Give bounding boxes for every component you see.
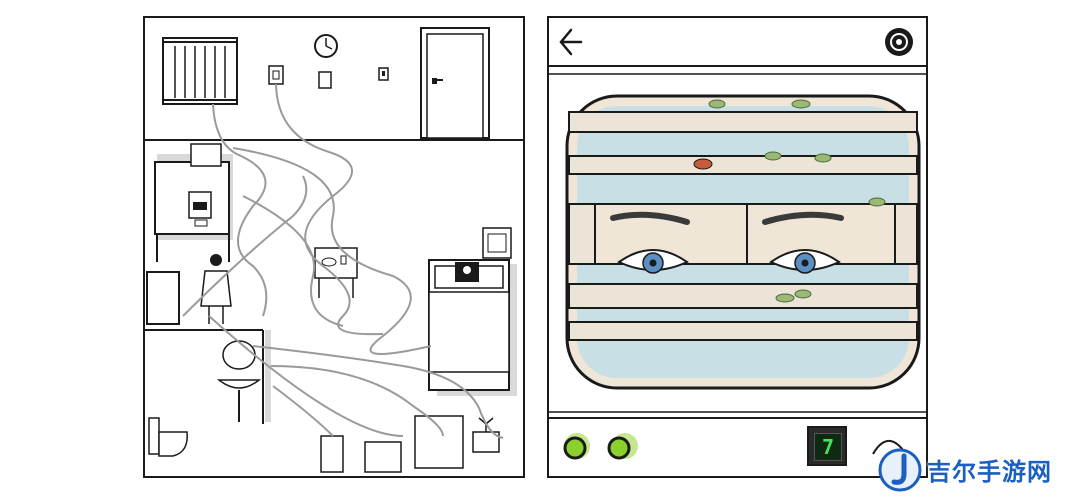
- wires: [182, 83, 504, 439]
- patient-figure-icon[interactable]: [200, 254, 232, 324]
- table-icon[interactable]: [314, 247, 358, 298]
- toilet-icon[interactable]: [148, 417, 188, 457]
- sink-icon[interactable]: [216, 340, 262, 422]
- stove-icon[interactable]: [154, 143, 233, 262]
- phone-camera-panel: [547, 16, 928, 478]
- plant-icon[interactable]: [472, 417, 500, 453]
- counter-digit: 7: [814, 433, 842, 461]
- dial-icon[interactable]: [872, 440, 904, 455]
- window-icon[interactable]: [162, 37, 238, 105]
- box-icon[interactable]: [364, 441, 402, 473]
- back-arrow-icon[interactable]: [555, 24, 589, 58]
- wall-clock-icon[interactable]: [314, 34, 338, 58]
- door-icon[interactable]: [420, 27, 490, 139]
- cabinet-icon[interactable]: [146, 271, 180, 325]
- room-floorplan: [143, 16, 525, 478]
- right-eye: [769, 249, 841, 274]
- left-eye: [617, 249, 689, 274]
- gear-icon[interactable]: [885, 28, 913, 56]
- bed-icon[interactable]: [428, 259, 517, 396]
- j-logo-icon: [878, 448, 922, 492]
- watermark-text: 吉尔手游网: [927, 458, 1052, 486]
- camera-feed: [565, 94, 921, 390]
- dresser-icon[interactable]: [414, 415, 464, 469]
- indicator-light-1: [563, 433, 590, 460]
- bird-icon: [693, 158, 713, 170]
- wall-panel-icon[interactable]: [318, 71, 332, 89]
- small-cabinet-icon[interactable]: [320, 435, 344, 473]
- indicator-light-2: [607, 433, 638, 460]
- digital-counter: 7: [807, 426, 847, 466]
